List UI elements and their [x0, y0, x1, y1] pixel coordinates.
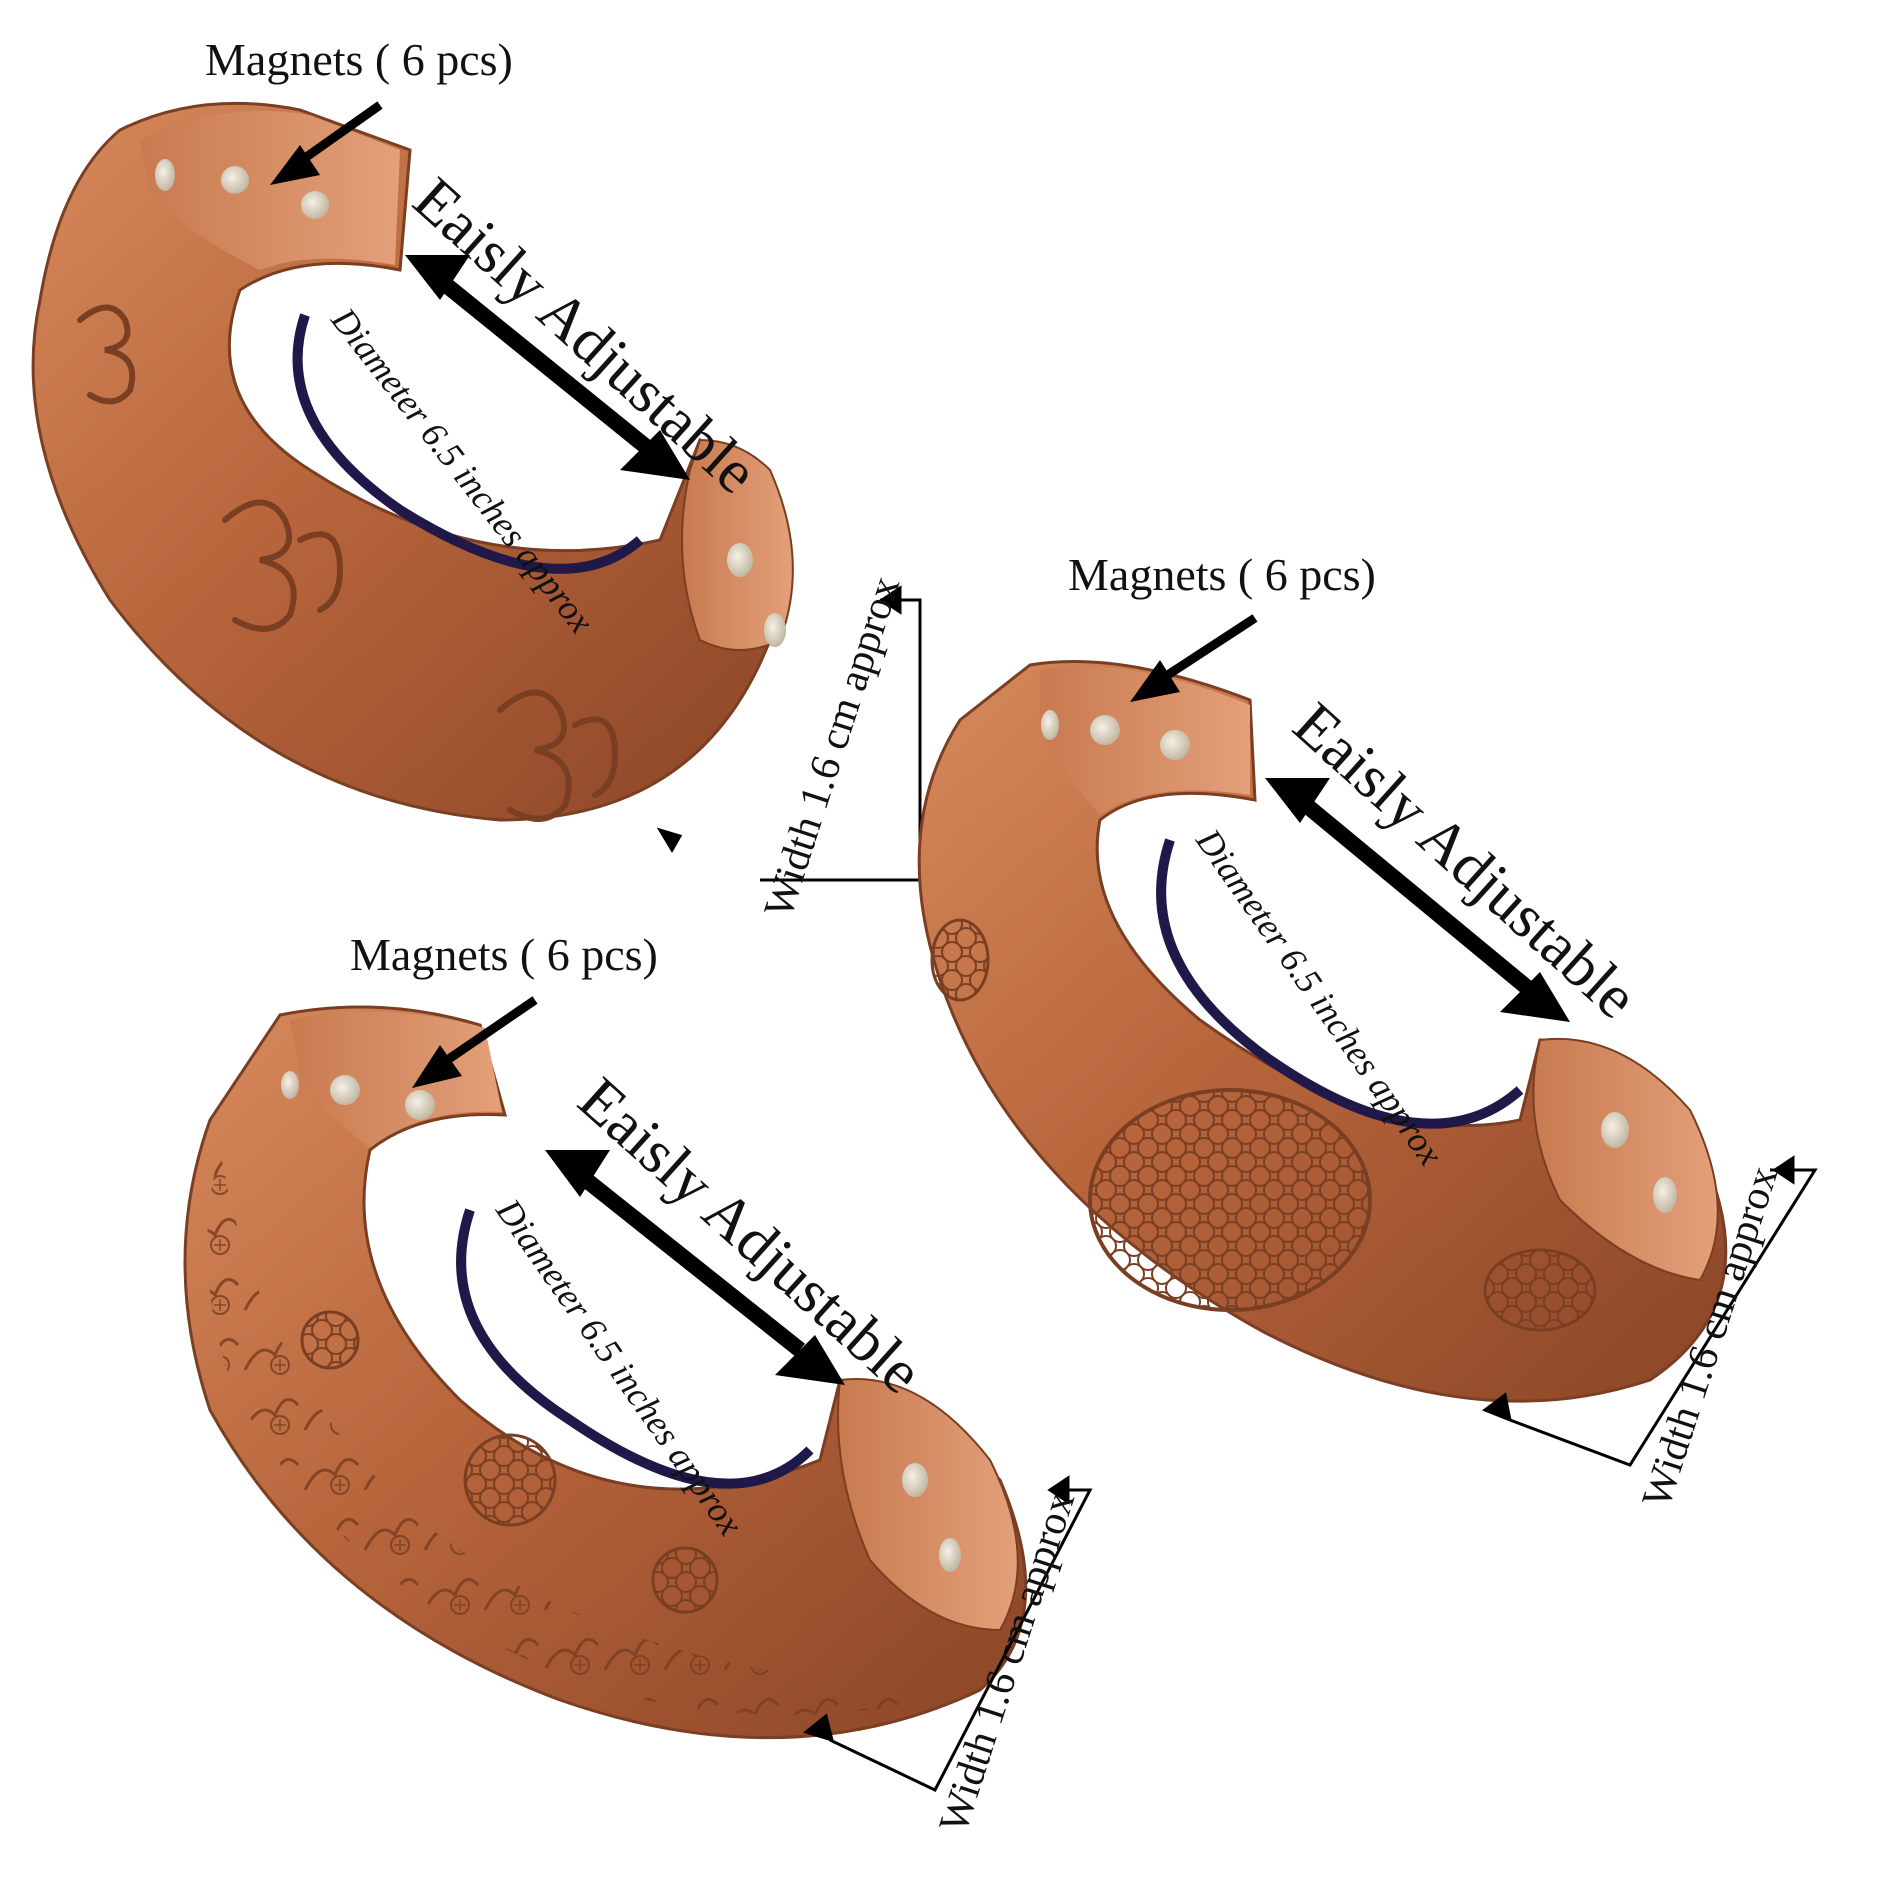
- width-bracket-3-icon: [802, 1475, 1093, 1792]
- om-symbol-motifs: [77, 304, 619, 822]
- flower-of-life-motifs: [930, 918, 1597, 1332]
- magnets-label-1: Magnets ( 6 pcs): [205, 34, 513, 85]
- magnets-label-3: Magnets ( 6 pcs): [350, 929, 658, 980]
- adjust-arrow-1-icon: [405, 255, 690, 480]
- bracelet-om-inner: [140, 110, 400, 270]
- diameter-arc-3: [456, 1208, 814, 1489]
- adjust-arrow-2-icon: [1265, 778, 1570, 1022]
- bracelet-thistle-inner: [290, 1011, 502, 1148]
- magnets-arrow-1-icon: [270, 101, 383, 185]
- bracelet-thistle-end: [837, 1378, 1019, 1632]
- magnets-arrow-2-icon: [1130, 614, 1258, 702]
- width-bracket-1-icon: [656, 585, 922, 882]
- magnets-arrow-3-icon: [412, 996, 538, 1088]
- adjust-arrow-3-icon: [545, 1150, 845, 1385]
- width-bracket-2-icon: [1481, 1155, 1818, 1467]
- magnets-om: [155, 159, 786, 647]
- magnets-thistle: [281, 1071, 961, 1572]
- bracelet-om: [31, 101, 794, 822]
- adjustable-label-2: Eaisly Adjustable: [1281, 690, 1650, 1032]
- bracelet-thistle: [183, 1005, 1028, 1740]
- thistle-motifs: [207, 1150, 961, 1715]
- magnets-flower: [1041, 710, 1677, 1213]
- diameter-arc-1: [292, 313, 644, 574]
- diameter-arc-2: [1156, 838, 1524, 1129]
- bracelet-flower-end: [1532, 1037, 1719, 1282]
- bracelet-flower-of-life: [917, 660, 1728, 1403]
- magnets-label-2: Magnets ( 6 pcs): [1068, 549, 1376, 600]
- bracelet-flower-inner: [1040, 666, 1250, 815]
